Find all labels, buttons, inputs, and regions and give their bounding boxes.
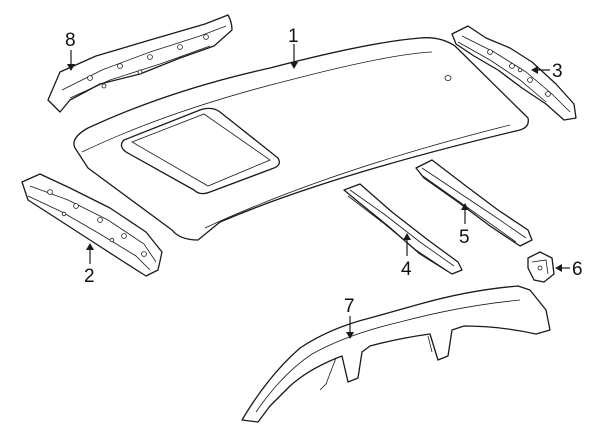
front-cross-member-part: [21, 173, 163, 277]
callout-4: 4: [401, 259, 412, 280]
callout-3: 3: [552, 61, 563, 82]
rear-roof-bow-part: [415, 159, 533, 247]
callout-labels: 1 2 3 4 5 6 7 8: [65, 26, 583, 317]
callout-2: 2: [84, 266, 95, 287]
rear-header-bracket-part: [451, 25, 577, 121]
front-header-bracket-part: [47, 14, 233, 113]
side-roof-rail-part: [241, 285, 551, 423]
small-bracket-part: [527, 251, 555, 283]
callout-1: 1: [288, 26, 299, 47]
callout-6: 6: [572, 259, 583, 280]
callout-5: 5: [459, 227, 470, 248]
roof-bow-part: [343, 183, 463, 275]
callout-7: 7: [344, 296, 355, 317]
callout-8: 8: [65, 30, 76, 51]
roof-panel-part: [73, 37, 529, 241]
leader-arrows: [67, 44, 570, 339]
